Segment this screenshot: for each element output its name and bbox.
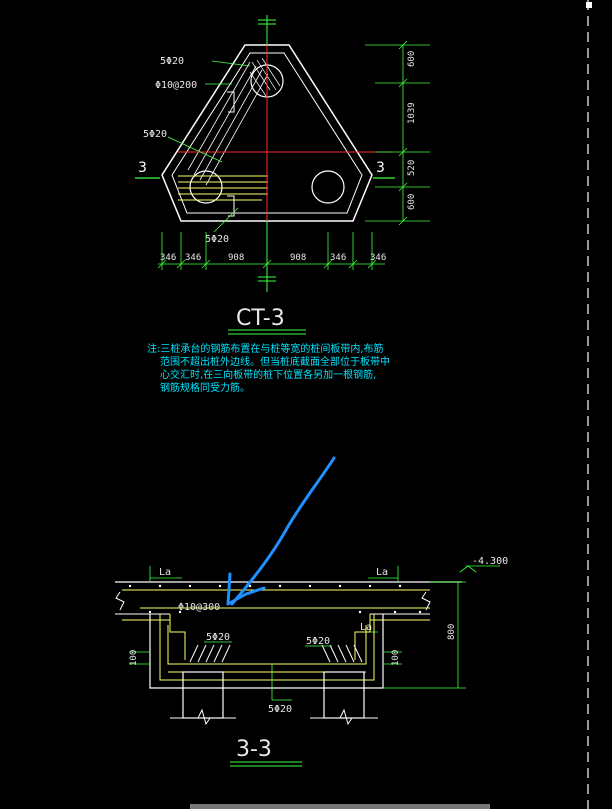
dim-bottom-5: 346 [330, 253, 346, 263]
dim-bottom-3: 908 [228, 253, 244, 263]
dim-bottom-6: 346 [370, 253, 386, 263]
dimension-chain-right [365, 40, 430, 226]
pile-left-break [170, 708, 236, 726]
cap-outline [149, 614, 384, 689]
ledge-left [169, 614, 186, 660]
dimension-chain-bottom [157, 232, 385, 270]
pile-right [311, 170, 345, 204]
rebar-top-label: Φ10@300 [178, 602, 220, 613]
callout-leader-bottom [213, 207, 239, 233]
note-line-3: 心交汇时,在三向板带的桩下位置各另加一根钢筋, [160, 368, 376, 381]
dim-left-label: 100 [129, 650, 139, 666]
pen-annotation-arrowhead [226, 572, 266, 606]
pile-cap-outline [161, 44, 373, 222]
rebar-stirrup-label: Φ10@200 [155, 80, 197, 91]
dim-bottom-2: 346 [185, 253, 201, 263]
slab-break-left [115, 591, 125, 611]
la-left-label: La [159, 567, 171, 578]
note-line-1: 注:三桩承台的钢筋布置在与桩等宽的桩间板带内,布筋 [147, 342, 384, 355]
slab-break-right [421, 591, 431, 611]
rebar-bottom-section-label: 5Φ20 [268, 704, 292, 715]
rebar-right-section-label: 5Φ20 [306, 636, 330, 647]
cap-bottom-rebar [167, 625, 367, 665]
inner-rebar-l-top [227, 91, 235, 113]
rebar-top-label: 5Φ20 [160, 56, 184, 67]
rebar-left-label: 5Φ20 [143, 129, 167, 140]
pile-left [189, 170, 223, 204]
pen-annotation-arrow [230, 456, 336, 606]
plan-title: CT-3 [236, 306, 285, 331]
slab-rebar-dots [128, 584, 422, 614]
inner-rebar-l-bottom [227, 195, 235, 217]
dim-right-1: 600 [407, 51, 417, 67]
callout-leader-top [211, 60, 251, 67]
note-line-2: 范围不超出桩外边线。但当桩底截面全部位于板带中 [160, 355, 390, 368]
horizontal-scrollbar[interactable] [190, 804, 490, 809]
dim-bottom-1: 346 [160, 253, 176, 263]
section-title: 3-3 [236, 737, 272, 762]
dim-right-3: 520 [407, 160, 417, 176]
viewport-corner-marker [586, 2, 592, 8]
dim-height-label: 800 [447, 624, 457, 640]
pile-right-section [323, 671, 365, 719]
rebar-band-bottom [178, 175, 268, 201]
dim-right-4: 600 [407, 194, 417, 210]
dim-right-2: 1039 [407, 102, 417, 124]
design-note: 注:三桩承台的钢筋布置在与桩等宽的桩间板带内,布筋 范围不超出桩外边线。但当桩底… [147, 342, 390, 394]
la-right-label: La [376, 567, 388, 578]
cap-inner-outline [159, 614, 375, 681]
dim-right-label: 100 [391, 650, 401, 666]
pile-cap-inner-outline [171, 52, 363, 214]
section-mark-right: 3 [376, 160, 385, 176]
callout-leader-left [167, 136, 223, 163]
note-line-4: 钢筋规格同受力筋。 [160, 381, 250, 394]
pile-cap-plan: 3 3 5Φ20 Φ10@200 5Φ20 5Φ20 600 1039 520 [135, 15, 430, 335]
dim-bottom-4: 908 [290, 253, 306, 263]
pile-right-break [310, 708, 378, 726]
section-3-3: La La La [115, 556, 508, 767]
rebar-hatch-left [189, 644, 231, 663]
rebar-hatch-right [321, 644, 363, 663]
pile-left-section [182, 671, 224, 719]
ledge-right [354, 614, 371, 660]
elevation-label: -4.300 [472, 556, 508, 567]
section-mark-left: 3 [138, 160, 147, 176]
rebar-bottom-label: 5Φ20 [205, 234, 229, 245]
rebar-left-section-label: 5Φ20 [206, 632, 230, 643]
